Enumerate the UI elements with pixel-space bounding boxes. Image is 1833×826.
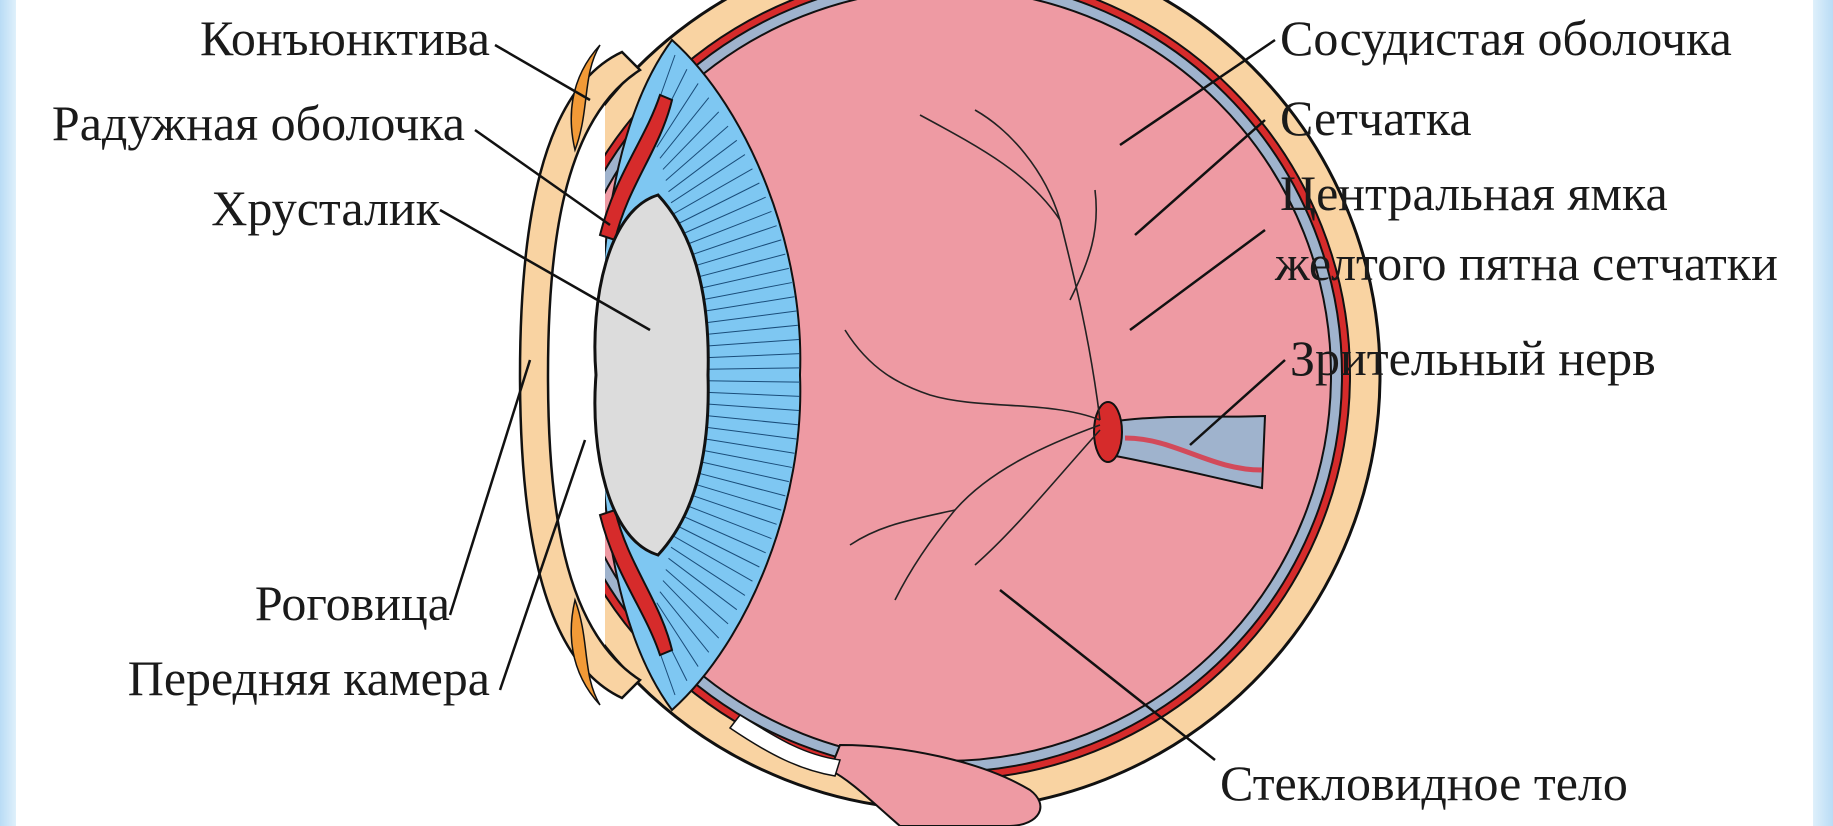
label-cornea: Роговица [255, 575, 450, 631]
lens [595, 195, 708, 555]
label-optic-nerve: Зрительный нерв [1290, 330, 1656, 386]
label-fovea-line1: Центральная ямка [1280, 165, 1668, 221]
label-choroid: Сосудистая оболочка [1280, 10, 1732, 66]
label-vitreous: Стекловидное тело [1220, 755, 1628, 811]
label-fovea-line2: желтого пятна сетчатки [1275, 235, 1778, 291]
label-anterior-chamber: Передняя камера [128, 650, 490, 706]
label-conjunctiva: Конъюнктива [200, 10, 490, 66]
label-retina: Сетчатка [1280, 90, 1472, 146]
label-iris: Радужная оболочка [52, 95, 465, 151]
label-lens: Хрусталик [211, 180, 440, 236]
